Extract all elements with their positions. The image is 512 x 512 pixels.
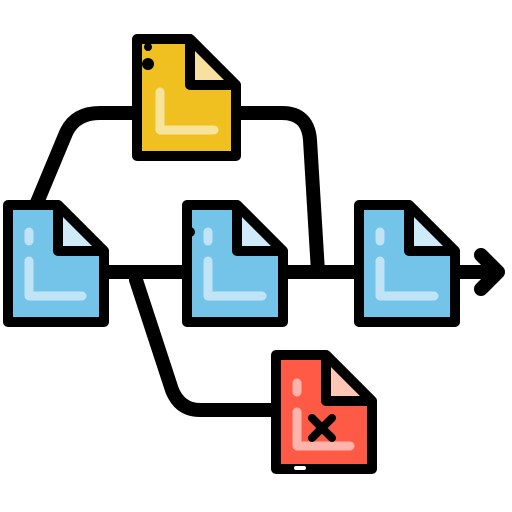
document-rejected-icon bbox=[271, 350, 377, 474]
connector-top-to-output bbox=[229, 106, 325, 279]
x-mark-icon bbox=[308, 414, 336, 442]
document-source-icon bbox=[3, 200, 109, 327]
arrow-head-icon bbox=[474, 248, 505, 296]
document-output-icon bbox=[354, 200, 460, 327]
connector-lines bbox=[29, 106, 505, 417]
connector-source-to-top bbox=[29, 106, 145, 212]
connector-source-to-rejected bbox=[129, 273, 282, 417]
document-middle-icon bbox=[182, 200, 288, 327]
document-yellow-icon bbox=[132, 34, 241, 161]
